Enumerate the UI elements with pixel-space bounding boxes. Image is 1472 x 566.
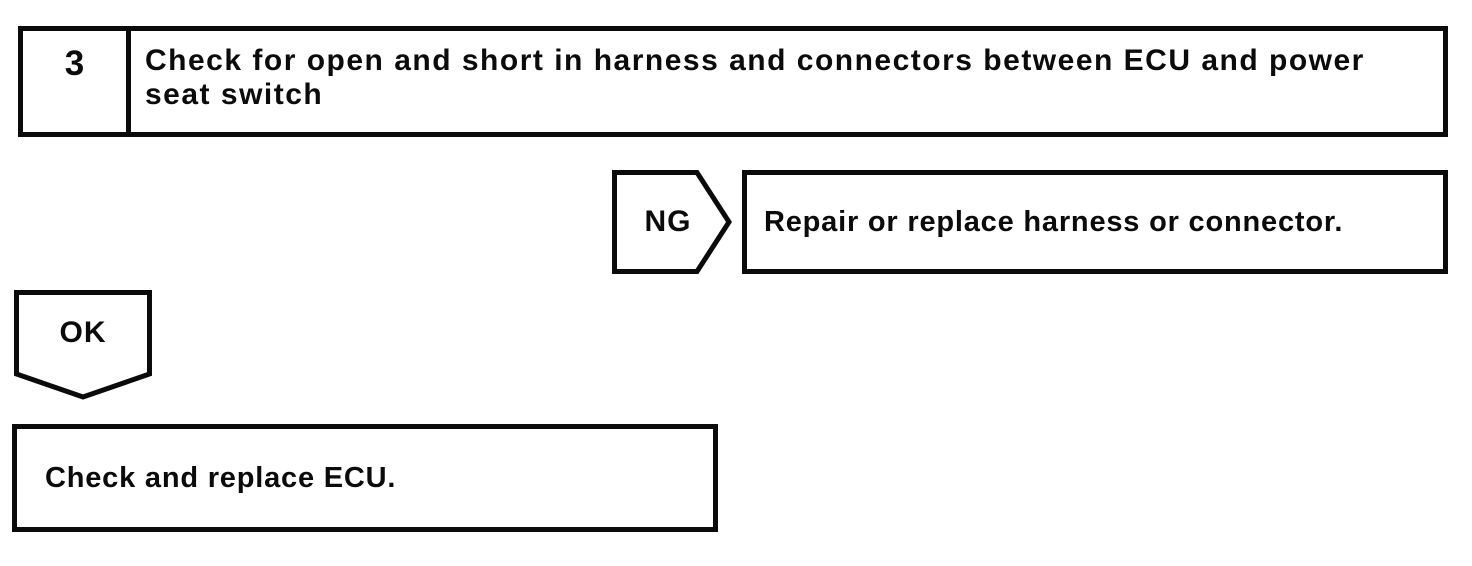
ok-connector: OK <box>14 290 152 400</box>
ng-connector: NG <box>612 170 732 274</box>
ng-connector-label: NG <box>644 205 692 238</box>
ok-connector-label: OK <box>59 316 107 349</box>
ok-action-text: Check and replace ECU. <box>45 461 397 494</box>
ng-action-box: Repair or replace harness or connector. <box>742 170 1448 274</box>
ng-arrow-right-icon <box>612 170 732 274</box>
step-box: 3 Check for open and short in harness an… <box>18 26 1448 137</box>
step-title: Check for open and short in harness and … <box>145 44 1365 111</box>
ok-arrow-down-icon <box>14 290 152 400</box>
ok-action-box: Check and replace ECU. <box>12 424 718 532</box>
ng-action-text: Repair or replace harness or connector. <box>764 205 1344 238</box>
step-number: 3 <box>23 31 131 132</box>
